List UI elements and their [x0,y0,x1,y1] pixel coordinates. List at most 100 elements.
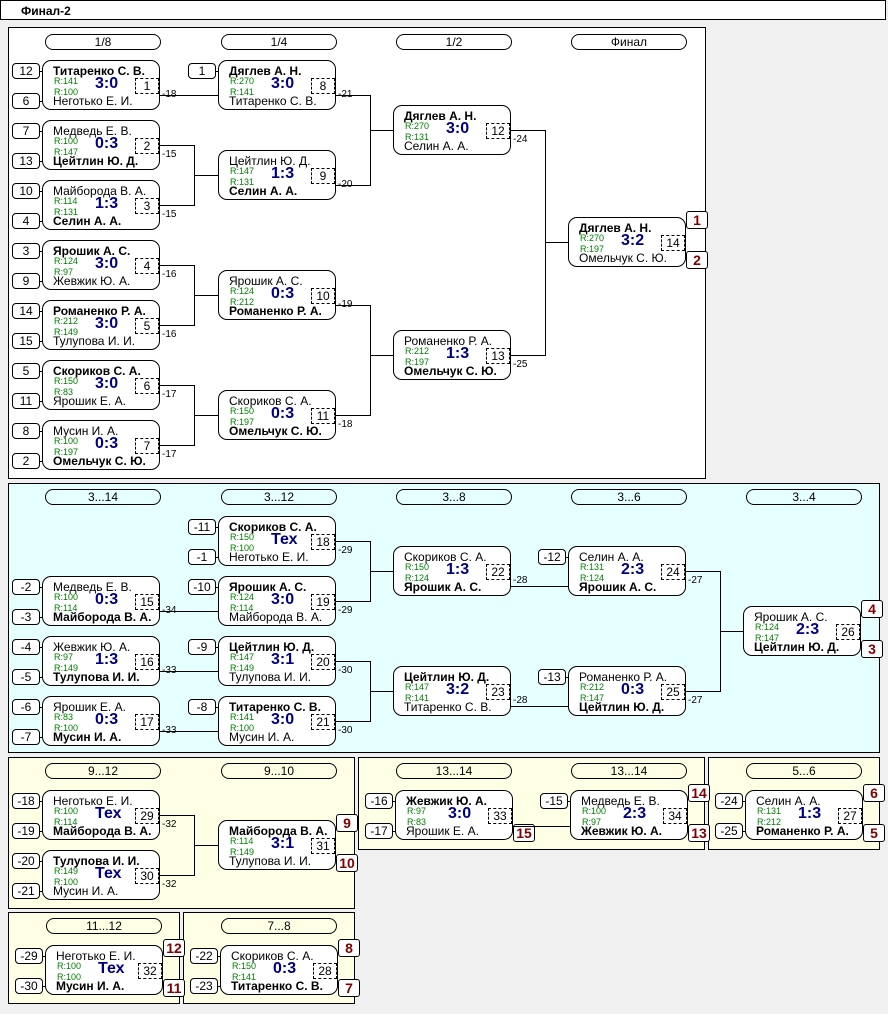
round-header: Финал [571,34,687,50]
player-1-rating: R:150 [230,532,255,542]
connector-line [370,355,393,356]
player-1-name: Романенко Р. А. [579,670,668,684]
player-1-name: Романенко Р. А. [404,334,493,348]
match-score: Тех [95,865,122,882]
seed-badge: -18 [12,793,40,809]
player-1-name: Жевжик Ю. А. [406,794,488,808]
seed-badge: -22 [190,948,218,964]
player-1-rating: R:147 [230,166,255,176]
player-1-name: Дяглев А. Н. [404,109,477,123]
seed-badge: -3 [12,609,40,625]
match-score: 2:3 [796,621,820,638]
match-score: 3:0 [95,315,119,332]
match-number: 10 [311,288,335,304]
connector-line [336,305,371,306]
player-2-rating: R:147 [580,693,605,703]
seed-badge: 7 [12,123,40,139]
connector-line [218,956,220,957]
place-badge: 10 [336,854,358,872]
match-number: 18 [311,534,335,550]
seed-badge: 10 [12,183,40,199]
player-2-rating: R:141 [405,693,430,703]
connector-line [370,571,393,572]
match-number: 9 [311,168,335,184]
match-score: 3:1 [271,651,295,668]
loser-destination: -18 [338,419,353,430]
match-score: 1:3 [271,165,295,182]
player-1-name: Неготько Е. И. [56,949,136,963]
connector-line [40,251,42,252]
player-1-name: Мусин И. А. [53,424,119,438]
player-2-rating: R:124 [405,573,430,583]
connector-line [393,831,395,832]
match-number: 17 [135,714,159,730]
connector-line [370,691,393,692]
loser-destination: -18 [162,89,176,100]
seed-badge: -29 [15,948,43,964]
player-2-name: Селин А. А. [404,139,469,153]
connector-line [336,95,371,96]
player-1-rating: R:114 [230,836,254,846]
player-2-rating: R:149 [54,663,79,673]
player-2-name: Титаренко С. В. [404,700,492,714]
seed-badge: -19 [12,823,40,839]
seed-badge: 8 [12,423,40,439]
match-number: 34 [663,808,687,824]
player-1-rating: R:100 [54,806,79,816]
loser-destination: -19 [338,299,352,310]
player-2-rating: R:141 [230,87,255,97]
round-header: 1/2 [396,34,512,50]
player-2-rating: R:131 [405,132,430,142]
player-1-name: Скориков С. А. [229,520,317,534]
loser-destination: -21 [338,89,352,100]
place-badge: 2 [686,251,708,269]
connector-line [160,325,195,326]
player-1-rating: R:97 [407,806,427,816]
connector-line [194,175,218,176]
connector-line [336,541,371,542]
player-2-name: Ярошик А. С. [579,580,657,594]
match-number: 16 [135,654,159,670]
match-score: 3:2 [621,232,645,249]
round-header: 1/8 [45,34,161,50]
round-header: 3...6 [571,489,687,505]
seed-badge: -7 [12,729,40,745]
connector-line [160,265,195,266]
connector-line [160,875,195,876]
match-score: 0:3 [271,285,295,302]
